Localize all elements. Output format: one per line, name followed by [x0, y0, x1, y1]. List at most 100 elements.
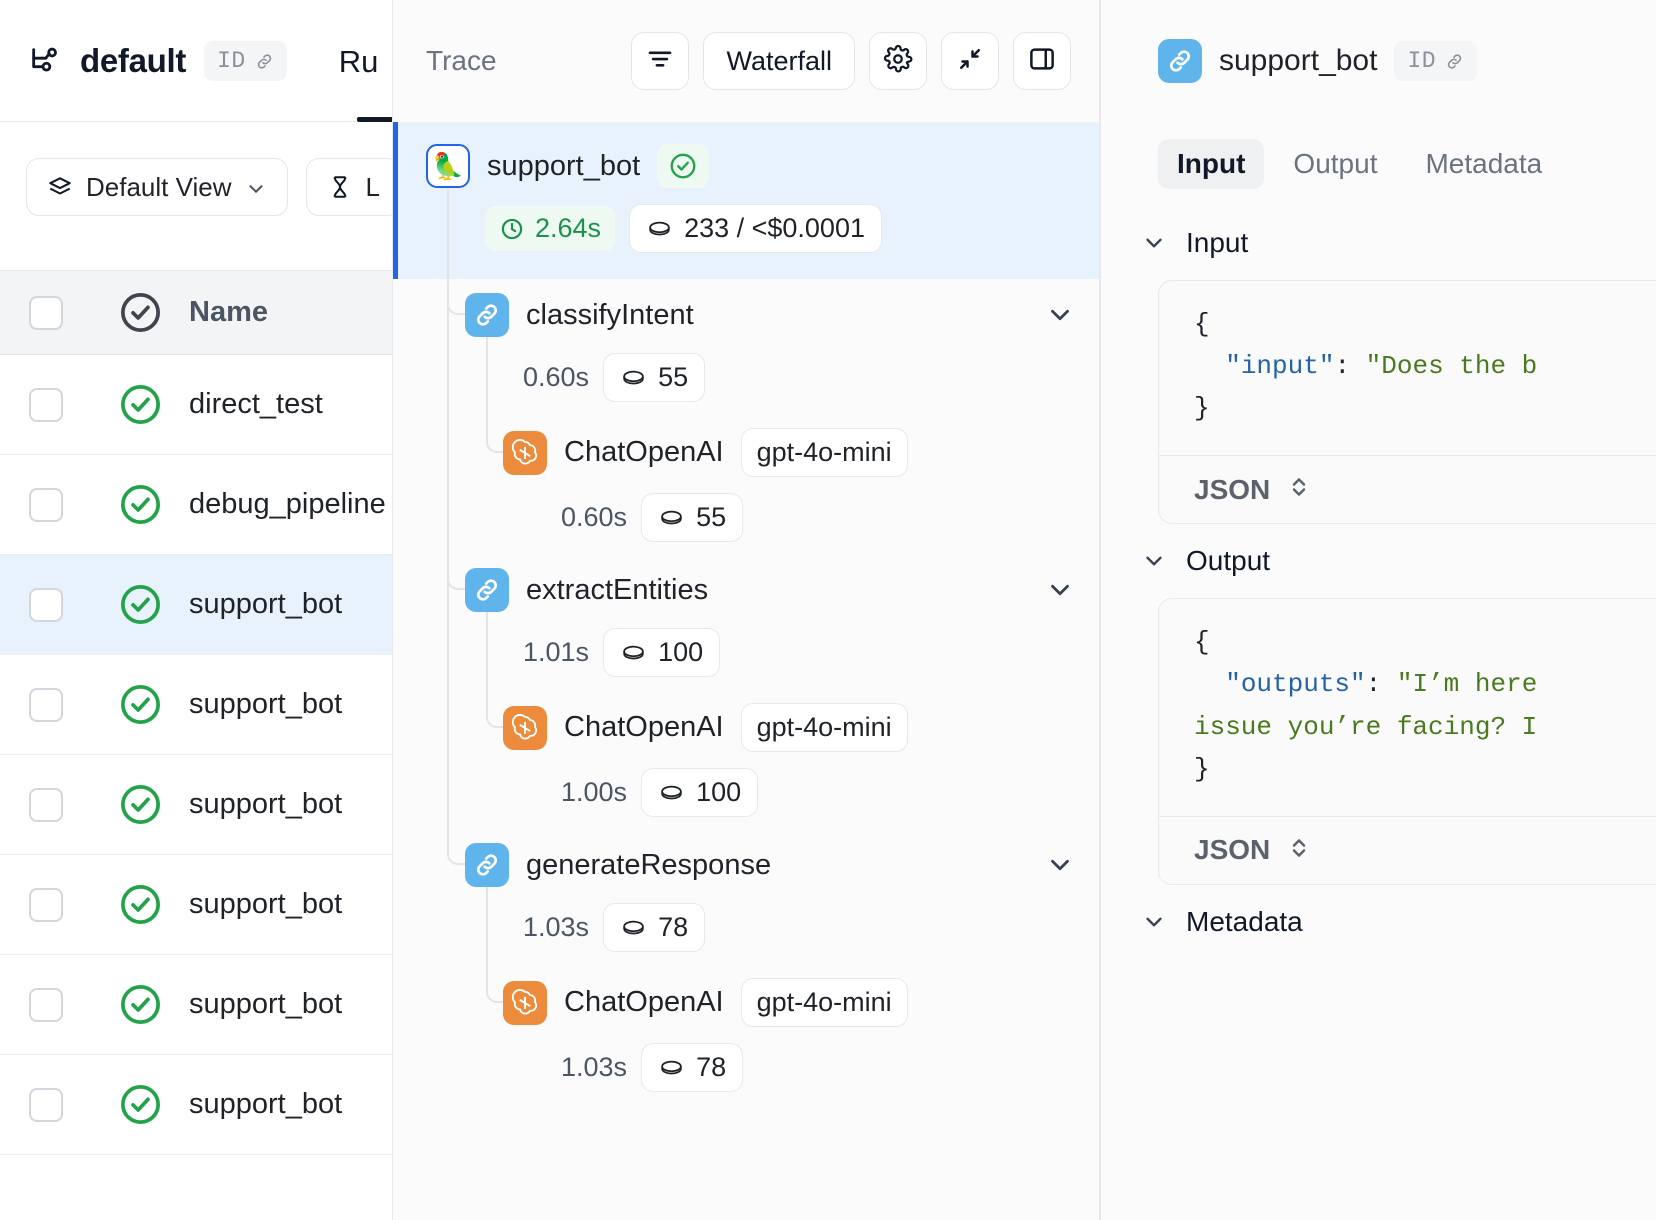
- duration-value: 0.60s: [561, 502, 628, 532]
- name-column-header[interactable]: Name: [189, 296, 268, 328]
- side-panel-toggle-button[interactable]: [1013, 32, 1071, 90]
- row-checkbox[interactable]: [29, 887, 63, 922]
- chevron-down-icon[interactable]: [1045, 300, 1075, 330]
- token-value: 100: [696, 777, 742, 807]
- row-checkbox-cell[interactable]: [0, 887, 92, 922]
- chevron-down-icon[interactable]: [1045, 575, 1075, 605]
- chevron-down-icon[interactable]: [1141, 230, 1167, 256]
- row-status-cell: [92, 781, 189, 828]
- duration-value: 2.64s: [535, 213, 602, 243]
- status-success-icon: [117, 681, 164, 728]
- duration-badge: 2.64s: [485, 206, 616, 251]
- select-all-cell[interactable]: [0, 295, 92, 330]
- row-status-cell: [92, 381, 189, 428]
- layers-icon: [47, 174, 73, 200]
- json-code: { "input": "Does the b }: [1194, 309, 1538, 424]
- filter-lines-icon: [645, 44, 675, 79]
- detail-section-header[interactable]: Metadata: [1101, 885, 1656, 959]
- code-card: { "outputs": "I’m here issue you’re faci…: [1158, 598, 1656, 885]
- row-checkbox[interactable]: [29, 1087, 63, 1122]
- row-checkbox-cell[interactable]: [0, 487, 92, 522]
- format-label: JSON: [1194, 473, 1271, 505]
- row-checkbox[interactable]: [29, 587, 63, 622]
- row-checkbox[interactable]: [29, 987, 63, 1022]
- up-down-chevrons-icon[interactable]: [1288, 472, 1310, 507]
- row-checkbox[interactable]: [29, 687, 63, 722]
- status-success-icon: [117, 481, 164, 528]
- row-checkbox[interactable]: [29, 787, 63, 822]
- chain-icon: [465, 843, 509, 887]
- row-status-cell: [92, 1081, 189, 1128]
- detail-tabs: Input Output Metadata: [1101, 122, 1656, 206]
- model-badge: gpt-4o-mini: [740, 703, 908, 752]
- code-body: { "outputs": "I’m here issue you’re faci…: [1159, 599, 1656, 815]
- tab-metadata[interactable]: Metadata: [1425, 148, 1543, 179]
- tab-runs[interactable]: Ru: [338, 44, 379, 79]
- status-success-icon: [117, 781, 164, 828]
- detail-section-header[interactable]: Input: [1101, 206, 1656, 280]
- latency-filter-button[interactable]: L: [305, 158, 401, 216]
- tree-connector-elbow: [486, 715, 503, 728]
- waterfall-button[interactable]: Waterfall: [703, 32, 855, 90]
- token-cost-badge: 100: [603, 628, 721, 677]
- project-id-badge[interactable]: ID: [204, 41, 287, 81]
- up-down-chevrons-icon[interactable]: [1288, 833, 1310, 868]
- row-checkbox[interactable]: [29, 487, 63, 522]
- collapse-button[interactable]: [941, 32, 999, 90]
- row-name: support_bot: [189, 588, 343, 620]
- status-success-icon: [117, 881, 164, 928]
- chevron-down-icon[interactable]: [1045, 850, 1075, 880]
- detail-id-badge[interactable]: ID: [1394, 41, 1478, 81]
- row-status-cell: [92, 581, 189, 628]
- code-body: { "input": "Does the b }: [1159, 281, 1656, 455]
- trace-panel-header: Trace Waterfall: [393, 0, 1099, 122]
- code-format-selector[interactable]: JSON: [1159, 455, 1656, 523]
- row-checkbox-cell[interactable]: [0, 387, 92, 422]
- tree-connector-line: [447, 188, 449, 854]
- chevron-down-icon[interactable]: [1141, 548, 1167, 574]
- row-name: support_bot: [189, 988, 343, 1020]
- trace-node-name: ChatOpenAI: [564, 711, 724, 743]
- model-badge: gpt-4o-mini: [740, 428, 908, 477]
- settings-button[interactable]: [869, 32, 927, 90]
- json-code: { "outputs": "I’m here issue you’re faci…: [1194, 627, 1538, 784]
- row-checkbox-cell[interactable]: [0, 1087, 92, 1122]
- tab-output[interactable]: Output: [1293, 148, 1378, 179]
- filter-lines-button[interactable]: [631, 32, 690, 90]
- project-name: default: [80, 42, 187, 79]
- chevron-down-icon[interactable]: [1141, 909, 1167, 935]
- row-checkbox[interactable]: [29, 387, 63, 422]
- latency-filter-label: L: [365, 171, 380, 202]
- side-panel-icon: [1027, 44, 1057, 79]
- trace-node-name: extractEntities: [526, 573, 709, 606]
- row-checkbox-cell[interactable]: [0, 687, 92, 722]
- view-selector-label: Default View: [86, 171, 232, 202]
- row-checkbox-cell[interactable]: [0, 987, 92, 1022]
- trace-node-name: ChatOpenAI: [564, 986, 724, 1018]
- trace-node-name: generateResponse: [526, 848, 772, 881]
- row-name: debug_pipeline: [189, 488, 386, 520]
- parrot-emoji-icon: 🦜: [426, 144, 470, 188]
- detail-section-header[interactable]: Output: [1101, 524, 1656, 598]
- token-value: 55: [696, 502, 727, 532]
- code-format-selector[interactable]: JSON: [1159, 815, 1656, 884]
- row-checkbox-cell[interactable]: [0, 587, 92, 622]
- view-selector-button[interactable]: Default View: [26, 158, 288, 216]
- select-all-checkbox[interactable]: [29, 295, 63, 330]
- row-name: direct_test: [189, 388, 323, 420]
- row-checkbox-cell[interactable]: [0, 787, 92, 822]
- tab-input[interactable]: Input: [1158, 139, 1265, 189]
- tree-connector-line: [486, 887, 488, 992]
- token-value: 55: [658, 362, 689, 392]
- link-icon: [1445, 52, 1464, 71]
- detail-section-label: Input: [1186, 227, 1249, 258]
- row-name: support_bot: [189, 688, 343, 720]
